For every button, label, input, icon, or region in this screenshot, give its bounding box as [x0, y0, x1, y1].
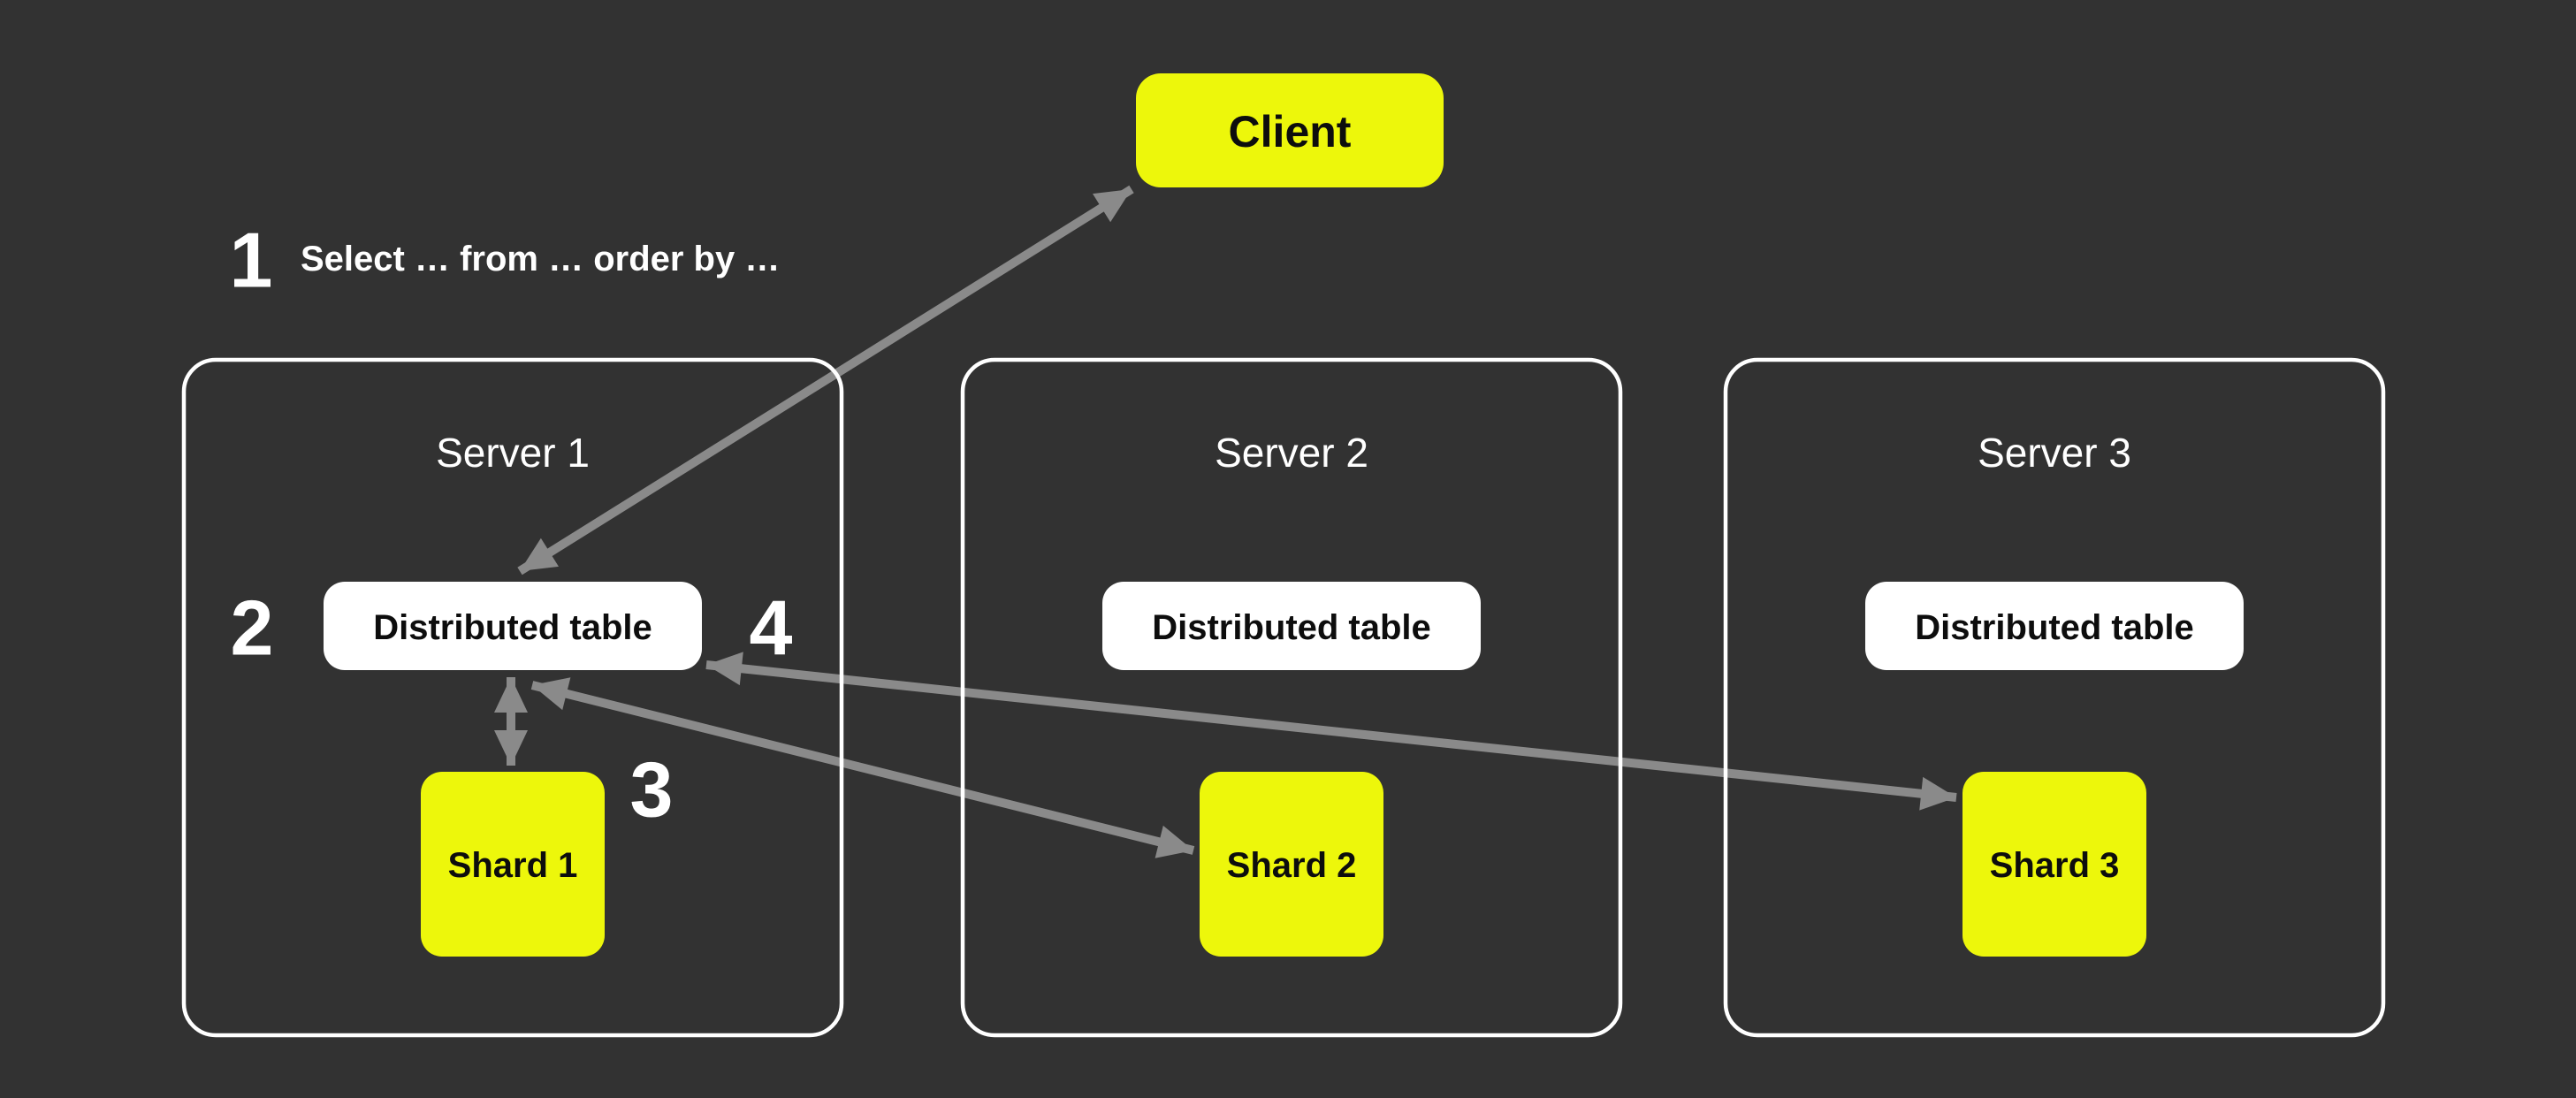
server-1-distributed-table-box — [324, 582, 702, 670]
server-2-distributed-table-box — [1102, 582, 1481, 670]
client-label: Client — [1229, 107, 1352, 156]
step-annotations: 1 Select … from … order by … 2 4 3 — [230, 217, 793, 834]
server-3-distributed-table-box — [1865, 582, 2244, 670]
server-2-group: Server 2 Distributed table Shard 2 — [960, 357, 1623, 1038]
step-4-number: 4 — [750, 584, 793, 672]
server-1-title: Server 1 — [436, 430, 590, 476]
client-group: Client — [1136, 73, 1444, 187]
server-1-box — [181, 357, 844, 1038]
arrow-layer — [494, 185, 1957, 858]
server-1-group: Server 1 Distributed table Shard 1 — [181, 357, 844, 1038]
step-2-number: 2 — [231, 584, 274, 672]
step-3-number: 3 — [630, 746, 674, 834]
shard-1-label: Shard 1 — [448, 846, 578, 885]
arrow-table-shard3 — [705, 652, 1957, 811]
shard-2-box — [1200, 772, 1383, 957]
shard-2-label: Shard 2 — [1227, 846, 1357, 885]
server-2-box — [960, 357, 1623, 1038]
server-2-distributed-table-label: Distributed table — [1152, 608, 1431, 647]
shard-1-box — [421, 772, 605, 957]
server-2-title: Server 2 — [1215, 430, 1368, 476]
server-1-distributed-table-label: Distributed table — [373, 608, 652, 647]
server-3-title: Server 3 — [1978, 430, 2131, 476]
server-3-group: Server 3 Distributed table Shard 3 — [1723, 357, 2386, 1038]
client-box — [1136, 73, 1444, 187]
arrow-client-table — [517, 185, 1134, 576]
server-3-box — [1723, 357, 2386, 1038]
shard-3-label: Shard 3 — [1990, 846, 2120, 885]
server-3-distributed-table-label: Distributed table — [1915, 608, 2194, 647]
shard-3-box — [1962, 772, 2146, 957]
step-1-query-text: Select … from … order by … — [301, 240, 780, 278]
step-1-number: 1 — [230, 217, 273, 304]
